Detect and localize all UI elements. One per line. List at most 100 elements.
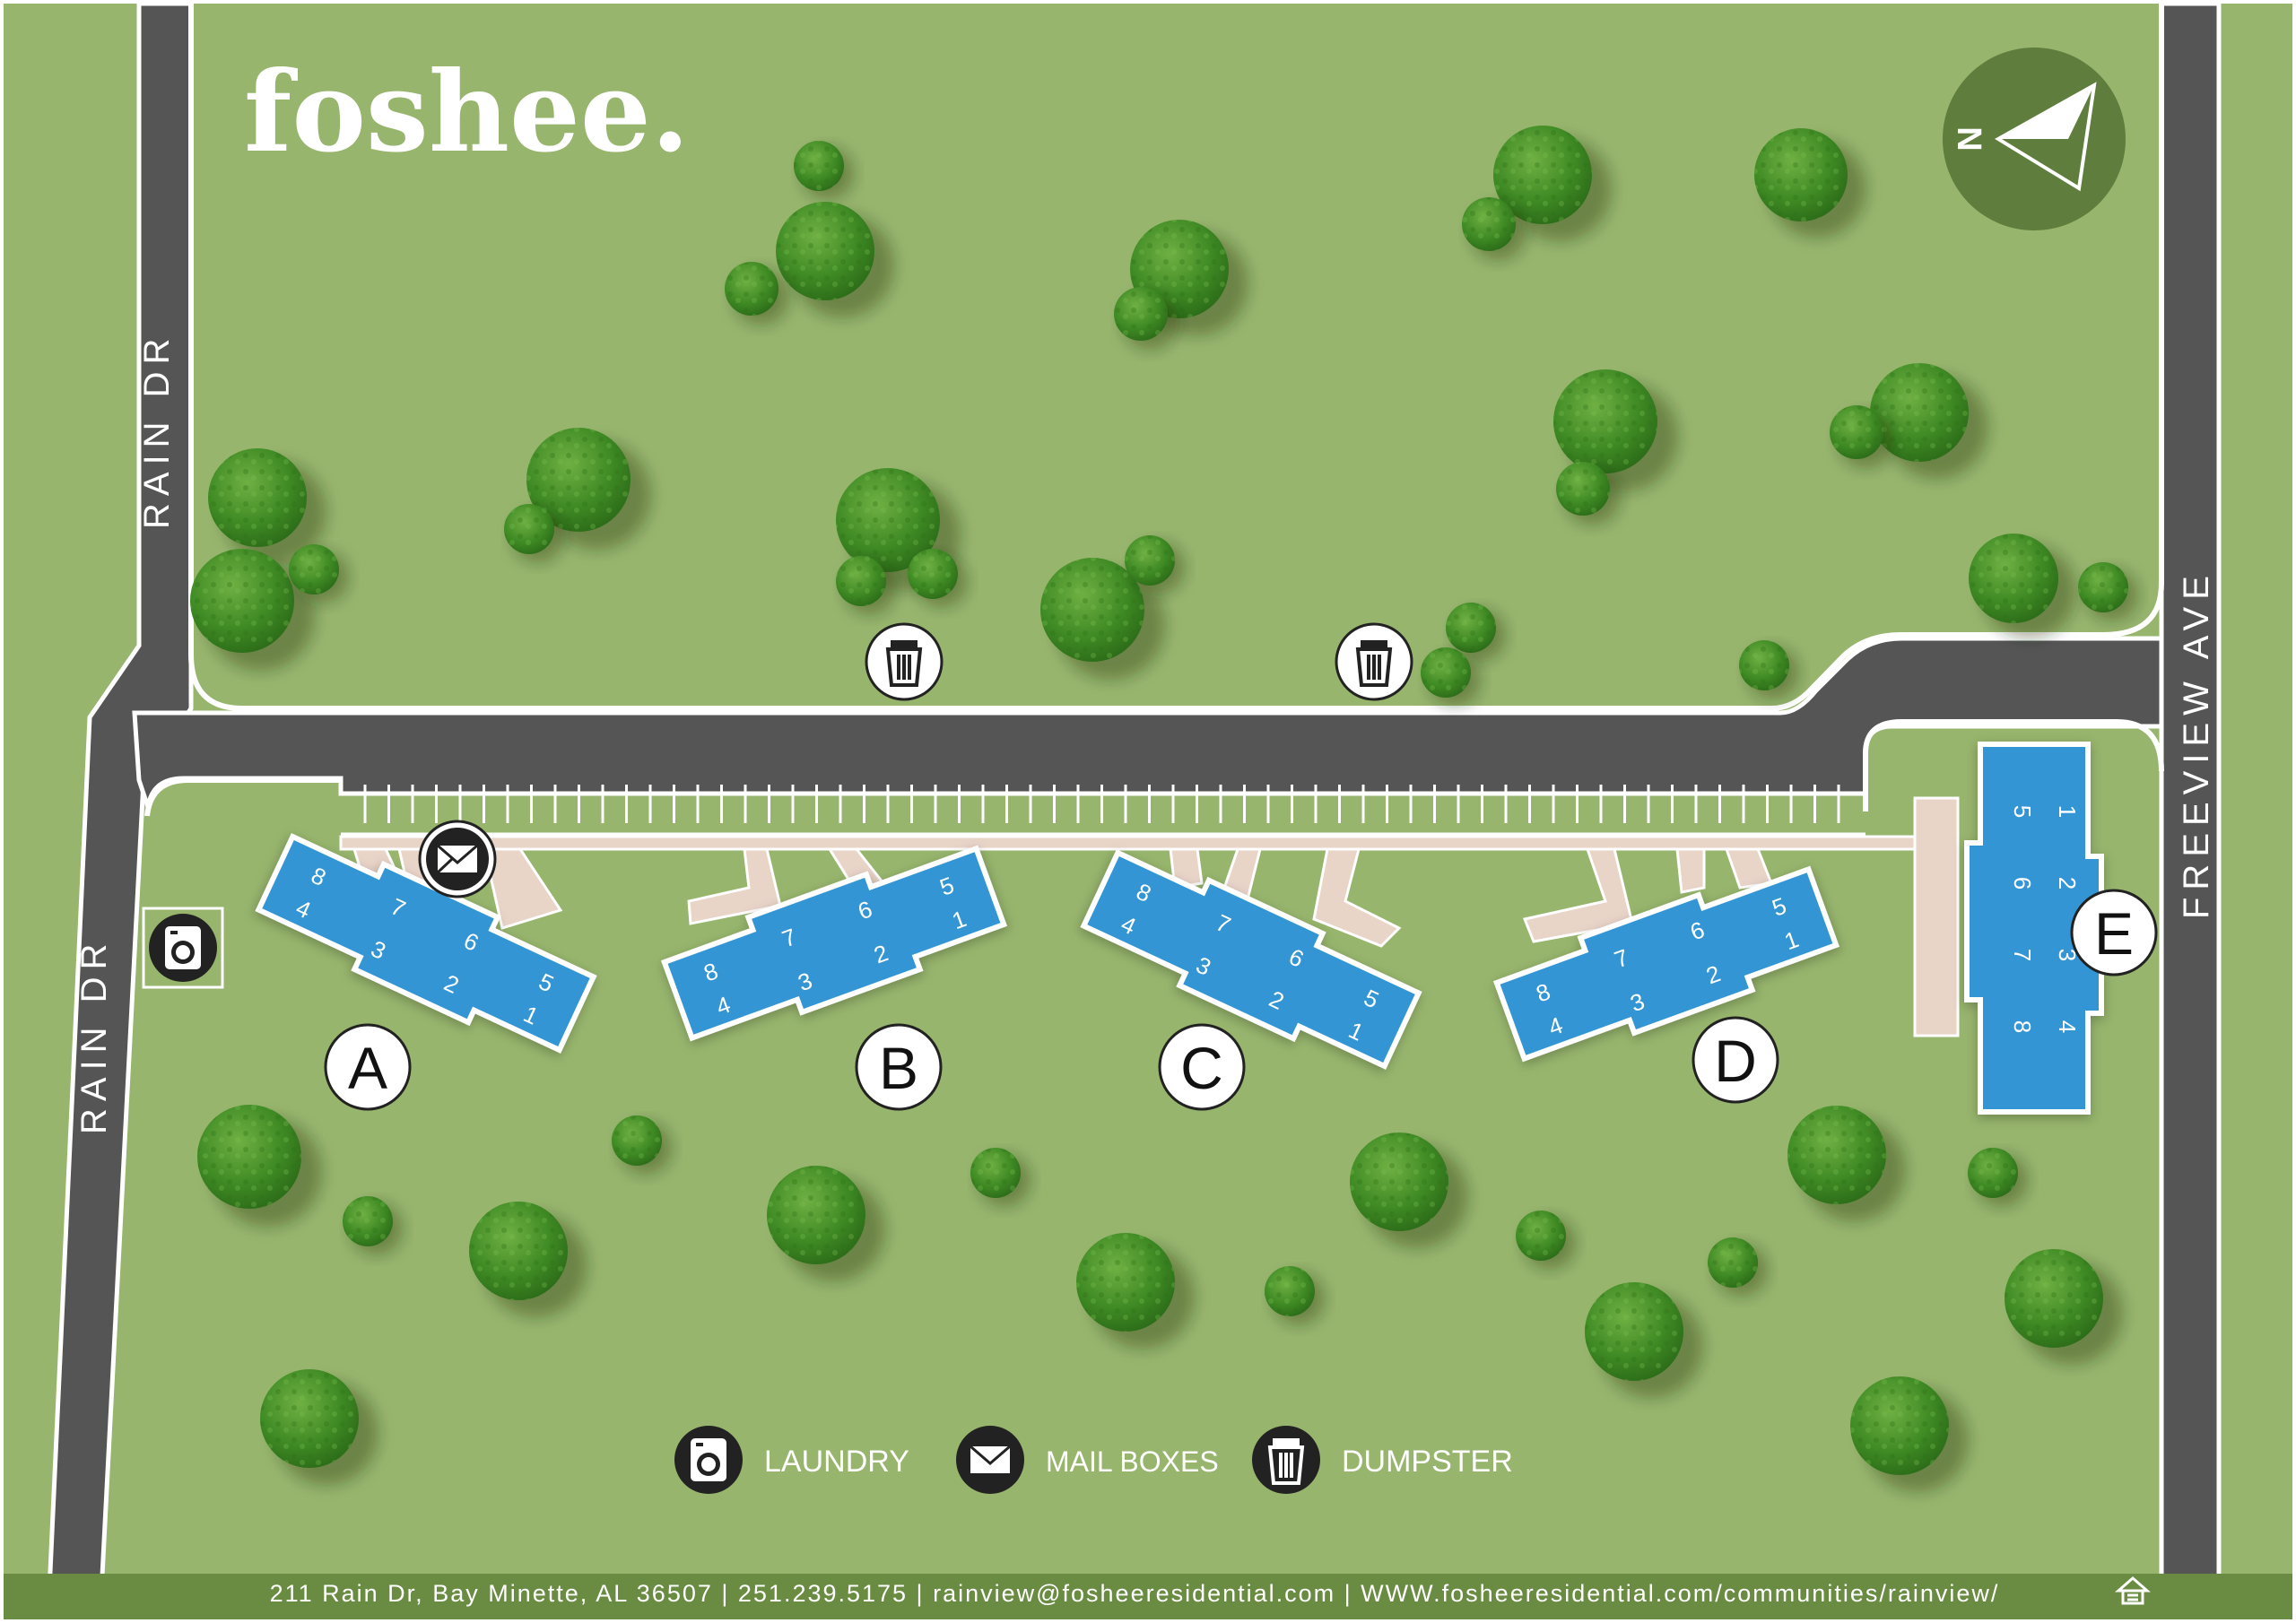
street-label-rain-dr-lower: RAIN DR bbox=[74, 937, 114, 1134]
badge-b-label: B bbox=[879, 1035, 918, 1101]
tree-texture bbox=[1969, 534, 2058, 623]
envelope-icon bbox=[436, 844, 478, 874]
unit-e-1: 1 bbox=[2054, 805, 2081, 818]
badge-d[interactable]: D bbox=[1692, 1016, 1779, 1104]
tree-texture bbox=[1870, 363, 1969, 462]
building-badges: A B C D E bbox=[324, 889, 2158, 1111]
tree-texture bbox=[612, 1115, 662, 1166]
tree-texture bbox=[190, 549, 294, 653]
footer: 211 Rain Dr, Bay Minette, AL 36507 | 251… bbox=[4, 1574, 2292, 1619]
tree-texture bbox=[504, 504, 554, 554]
building-a: 8 7 6 5 4 3 2 1 bbox=[255, 833, 597, 1054]
sidewalks bbox=[339, 796, 1960, 1037]
badge-a[interactable]: A bbox=[324, 1023, 412, 1111]
tree-texture bbox=[1462, 197, 1516, 251]
amenity-laundry[interactable] bbox=[142, 907, 224, 989]
legend-item-dumpster: DUMPSTER bbox=[1252, 1426, 1513, 1494]
building-d: 8 7 6 5 4 3 2 1 bbox=[1492, 865, 1840, 1063]
walk-c3 bbox=[1312, 847, 1402, 948]
tree-texture bbox=[1125, 535, 1175, 586]
tree-texture bbox=[1968, 1148, 2018, 1198]
tree-texture bbox=[1265, 1266, 1315, 1316]
tree-texture bbox=[526, 428, 631, 532]
building-e-walk bbox=[1913, 796, 1960, 1037]
compass: N bbox=[1943, 48, 2126, 230]
curb-southwest bbox=[144, 777, 341, 817]
tree-texture bbox=[1830, 405, 1883, 459]
walk-d2 bbox=[1675, 847, 1706, 894]
tree-texture bbox=[1076, 1233, 1175, 1332]
badge-c-label: C bbox=[1180, 1035, 1223, 1101]
unit-e-7: 7 bbox=[2009, 949, 2036, 961]
compass-north-label: N bbox=[1950, 126, 1987, 151]
envelope-icon bbox=[970, 1445, 1011, 1473]
tree-texture bbox=[208, 448, 307, 547]
tree-texture bbox=[908, 549, 958, 599]
tree-texture bbox=[1553, 369, 1657, 473]
tree-texture bbox=[343, 1196, 393, 1246]
badge-d-label: D bbox=[1714, 1028, 1757, 1094]
unit-e-3: 3 bbox=[2054, 949, 2081, 961]
walk-a3 bbox=[483, 847, 563, 930]
tree-texture bbox=[289, 544, 339, 595]
legend-label-dumpster: DUMPSTER bbox=[1342, 1445, 1513, 1479]
building-a-footprint bbox=[255, 833, 597, 1054]
amenity-dumpster-east[interactable] bbox=[1335, 622, 1413, 701]
footer-bar bbox=[4, 1574, 2292, 1619]
building-c-footprint bbox=[1080, 849, 1422, 1070]
tree-texture bbox=[794, 141, 844, 191]
unit-e-2: 2 bbox=[2054, 877, 2081, 890]
badge-a-label: A bbox=[348, 1035, 387, 1101]
trash-can-icon bbox=[885, 640, 923, 687]
tree-texture bbox=[1708, 1237, 1758, 1288]
tree-texture bbox=[836, 468, 940, 572]
legend-item-mailboxes: MAIL BOXES bbox=[956, 1426, 1219, 1494]
unit-e-6: 6 bbox=[2009, 877, 2036, 890]
unit-e-4: 4 bbox=[2054, 1020, 2081, 1033]
trash-can-icon bbox=[1267, 1438, 1305, 1485]
amenity-dumpster-west[interactable] bbox=[865, 622, 944, 701]
tree-texture bbox=[776, 202, 874, 300]
tree-texture bbox=[836, 556, 886, 606]
parking-stalls bbox=[341, 785, 1866, 836]
tree-texture bbox=[260, 1369, 359, 1468]
trash-can-icon bbox=[1355, 640, 1393, 687]
washing-machine-icon bbox=[165, 926, 201, 969]
brand-logo: foshee. bbox=[244, 48, 690, 178]
building-e: 5 6 7 8 1 2 3 4 bbox=[1964, 742, 2104, 1115]
tree-texture bbox=[197, 1105, 301, 1209]
street-label-freeview-ave: FREEVIEW AVE bbox=[2177, 568, 2216, 919]
tree-texture bbox=[1787, 1106, 1886, 1204]
amenity-mailboxes[interactable] bbox=[418, 820, 497, 898]
tree-texture bbox=[1350, 1133, 1448, 1231]
walk-b1 bbox=[687, 847, 782, 925]
building-c: 8 7 6 5 4 3 2 1 bbox=[1080, 849, 1422, 1070]
legend-label-laundry: LAUNDRY bbox=[764, 1445, 909, 1479]
main-sidewalk bbox=[339, 835, 1939, 851]
badge-e[interactable]: E bbox=[2070, 889, 2158, 976]
unit-e-8: 8 bbox=[2009, 1020, 2036, 1033]
tree-texture bbox=[1493, 126, 1592, 224]
badge-b[interactable]: B bbox=[855, 1023, 943, 1111]
building-b: 8 7 6 5 4 3 2 1 bbox=[660, 845, 1008, 1042]
walk-d1 bbox=[1522, 847, 1634, 943]
footer-contact-text: 211 Rain Dr, Bay Minette, AL 36507 | 251… bbox=[270, 1580, 2000, 1607]
tree-texture bbox=[2005, 1249, 2103, 1348]
building-e-footprint bbox=[1964, 742, 2104, 1115]
legend: LAUNDRY MAIL BOXES DUMPSTER bbox=[674, 1426, 1513, 1494]
street-label-rain-dr-upper: RAIN DR bbox=[137, 332, 177, 529]
tree-texture bbox=[1446, 603, 1496, 653]
tree-texture bbox=[767, 1166, 865, 1264]
tree-texture bbox=[1585, 1282, 1683, 1381]
tree-texture bbox=[1850, 1376, 1949, 1475]
tree-texture bbox=[1114, 287, 1168, 341]
equal-housing-icon bbox=[2115, 1576, 2151, 1605]
washing-machine-icon bbox=[691, 1438, 726, 1481]
curb-north bbox=[188, 4, 2164, 711]
building-d-footprint bbox=[1492, 865, 1840, 1063]
badge-c[interactable]: C bbox=[1158, 1023, 1246, 1111]
tree-texture bbox=[2078, 562, 2128, 612]
tree-texture bbox=[469, 1202, 568, 1300]
